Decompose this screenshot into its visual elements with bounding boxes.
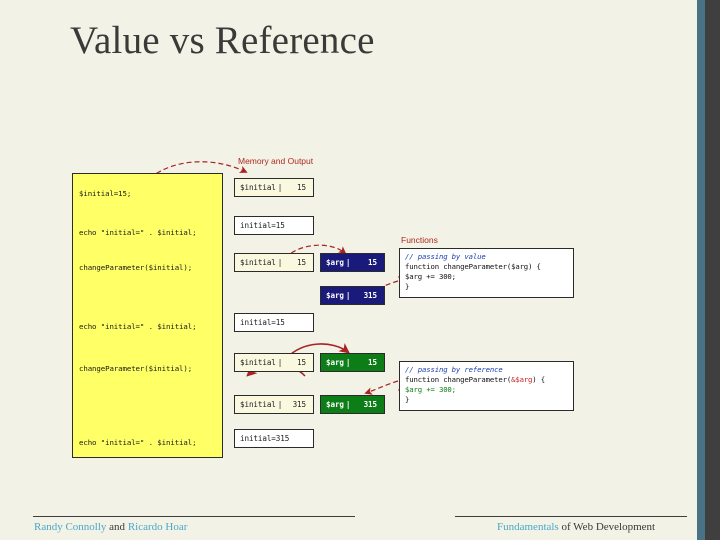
code-line-3: changeParameter($initial); bbox=[79, 263, 193, 272]
code-line-6: echo "initial=" . $initial; bbox=[79, 438, 197, 447]
fn-signature: function changeParameter($arg) { bbox=[405, 262, 568, 272]
output-box: initial=15 bbox=[234, 216, 314, 235]
memory-box-name: $initial bbox=[240, 358, 276, 367]
php-code-panel: $initial=15; echo "initial=" . $initial;… bbox=[72, 173, 223, 458]
fn-comment: // passing by value bbox=[405, 252, 486, 261]
code-line-4: echo "initial=" . $initial; bbox=[79, 322, 197, 331]
memory-box-name: $initial bbox=[240, 183, 276, 192]
arg-box-sep: | bbox=[345, 258, 351, 267]
memory-box-sep: | bbox=[277, 183, 283, 192]
fn-body: $arg += 300; bbox=[405, 272, 456, 281]
arg-box-value: 315 bbox=[363, 291, 378, 300]
memory-box-value: 15 bbox=[297, 258, 306, 267]
arg-box-name: $arg bbox=[326, 258, 344, 267]
arg-box-name: $arg bbox=[326, 291, 344, 300]
code-line-2: echo "initial=" . $initial; bbox=[79, 228, 197, 237]
footer-joiner: and bbox=[106, 521, 128, 533]
memory-box: $initial | 315 bbox=[234, 395, 314, 414]
memory-box-sep: | bbox=[277, 358, 283, 367]
page-title: Value vs Reference bbox=[70, 19, 375, 62]
arg-box-by-value: $arg | 15 bbox=[320, 253, 385, 272]
heading-functions: Functions bbox=[401, 235, 438, 245]
arrow-fnref-to-arg315 bbox=[364, 380, 399, 395]
heading-memory-and-output: Memory and Output bbox=[238, 156, 314, 166]
arg-box-by-value: $arg | 315 bbox=[320, 286, 385, 305]
footer-book-rest: of Web Development bbox=[558, 521, 656, 533]
code-line-1: $initial=15; bbox=[79, 189, 132, 198]
function-box-by-value: // passing by value function changeParam… bbox=[399, 248, 574, 298]
arg-box-by-reference: $arg | 15 bbox=[320, 353, 385, 372]
arg-box-sep: | bbox=[345, 358, 351, 367]
footer-authors: Randy Connolly and Ricardo Hoar bbox=[34, 521, 187, 533]
fn-close: } bbox=[405, 282, 410, 291]
memory-box-value: 315 bbox=[292, 400, 307, 409]
arg-box-name: $arg bbox=[326, 358, 344, 367]
edge-accent-bar-teal bbox=[697, 0, 705, 540]
fn-close: } bbox=[405, 395, 410, 404]
footer-author-1: Randy Connolly bbox=[34, 521, 107, 533]
arg-box-value: 315 bbox=[363, 400, 378, 409]
fn-signature-param: &$arg bbox=[511, 375, 533, 384]
fn-comment: // passing by reference bbox=[405, 365, 503, 374]
output-box-text: initial=15 bbox=[240, 318, 285, 327]
arg-box-name: $arg bbox=[326, 400, 344, 409]
fn-signature: function changeParameter(&$arg) { bbox=[405, 375, 568, 385]
footer-divider-right bbox=[455, 516, 687, 517]
memory-box-sep: | bbox=[277, 400, 283, 409]
function-box-by-reference: // passing by reference function changeP… bbox=[399, 361, 574, 411]
memory-box-name: $initial bbox=[240, 400, 276, 409]
fn-signature-pre: function changeParameter( bbox=[405, 262, 512, 271]
memory-box: $initial | 15 bbox=[234, 353, 314, 372]
memory-box: $initial | 15 bbox=[234, 178, 314, 197]
fn-signature-pre: function changeParameter( bbox=[405, 375, 512, 384]
output-box: initial=315 bbox=[234, 429, 314, 448]
arg-box-value: 15 bbox=[368, 358, 377, 367]
arg-box-by-reference: $arg | 315 bbox=[320, 395, 385, 414]
memory-box-sep: | bbox=[277, 258, 283, 267]
value-vs-reference-diagram: Memory and Output Functions $initial=15;… bbox=[72, 156, 574, 458]
arg-box-value: 15 bbox=[368, 258, 377, 267]
memory-box-value: 15 bbox=[297, 183, 306, 192]
footer-book-word: Fundamentals bbox=[497, 521, 559, 533]
arg-box-sep: | bbox=[345, 291, 351, 300]
footer-divider-left bbox=[33, 516, 355, 517]
memory-box: $initial | 15 bbox=[234, 253, 314, 272]
memory-box-name: $initial bbox=[240, 258, 276, 267]
output-box: initial=15 bbox=[234, 313, 314, 332]
code-line-5: changeParameter($initial); bbox=[79, 364, 193, 373]
arg-box-sep: | bbox=[345, 400, 351, 409]
output-box-text: initial=15 bbox=[240, 221, 285, 230]
fn-signature-post: ) { bbox=[528, 262, 541, 271]
fn-signature-post: ) { bbox=[532, 375, 546, 384]
footer-book-title: Fundamentals of Web Development bbox=[497, 521, 655, 533]
fn-signature-param: $arg bbox=[511, 262, 529, 271]
output-box-text: initial=315 bbox=[240, 434, 290, 443]
footer-author-2: Ricardo Hoar bbox=[127, 521, 188, 533]
edge-accent-bar-dark bbox=[705, 0, 720, 540]
fn-body: $arg += 300; bbox=[405, 385, 456, 394]
memory-box-value: 15 bbox=[297, 358, 306, 367]
